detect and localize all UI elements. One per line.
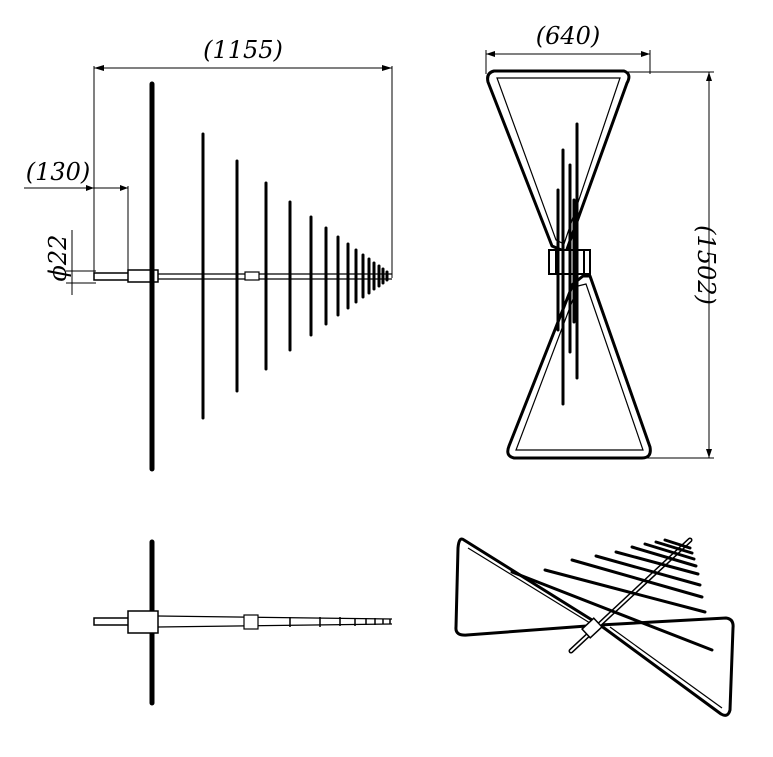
height-label: (1502) (692, 225, 720, 305)
side-view: (1155) (130) ϕ22 (24, 36, 393, 472)
dimension-height: (1502) (626, 71, 720, 459)
overall-length-label: (1155) (203, 36, 283, 64)
dimension-width: (640) (485, 22, 651, 74)
width-label: (640) (536, 22, 601, 50)
dimension-overall-length: (1155) (93, 36, 393, 278)
dimension-diameter: ϕ22 (44, 230, 96, 295)
front-view: (640) (1502) (485, 22, 720, 460)
diameter-label: ϕ22 (44, 235, 72, 282)
feed-length-label: (130) (26, 158, 91, 186)
dimension-feed-length: (130) (24, 158, 129, 278)
top-view (93, 539, 393, 706)
isometric-view (454, 537, 735, 717)
